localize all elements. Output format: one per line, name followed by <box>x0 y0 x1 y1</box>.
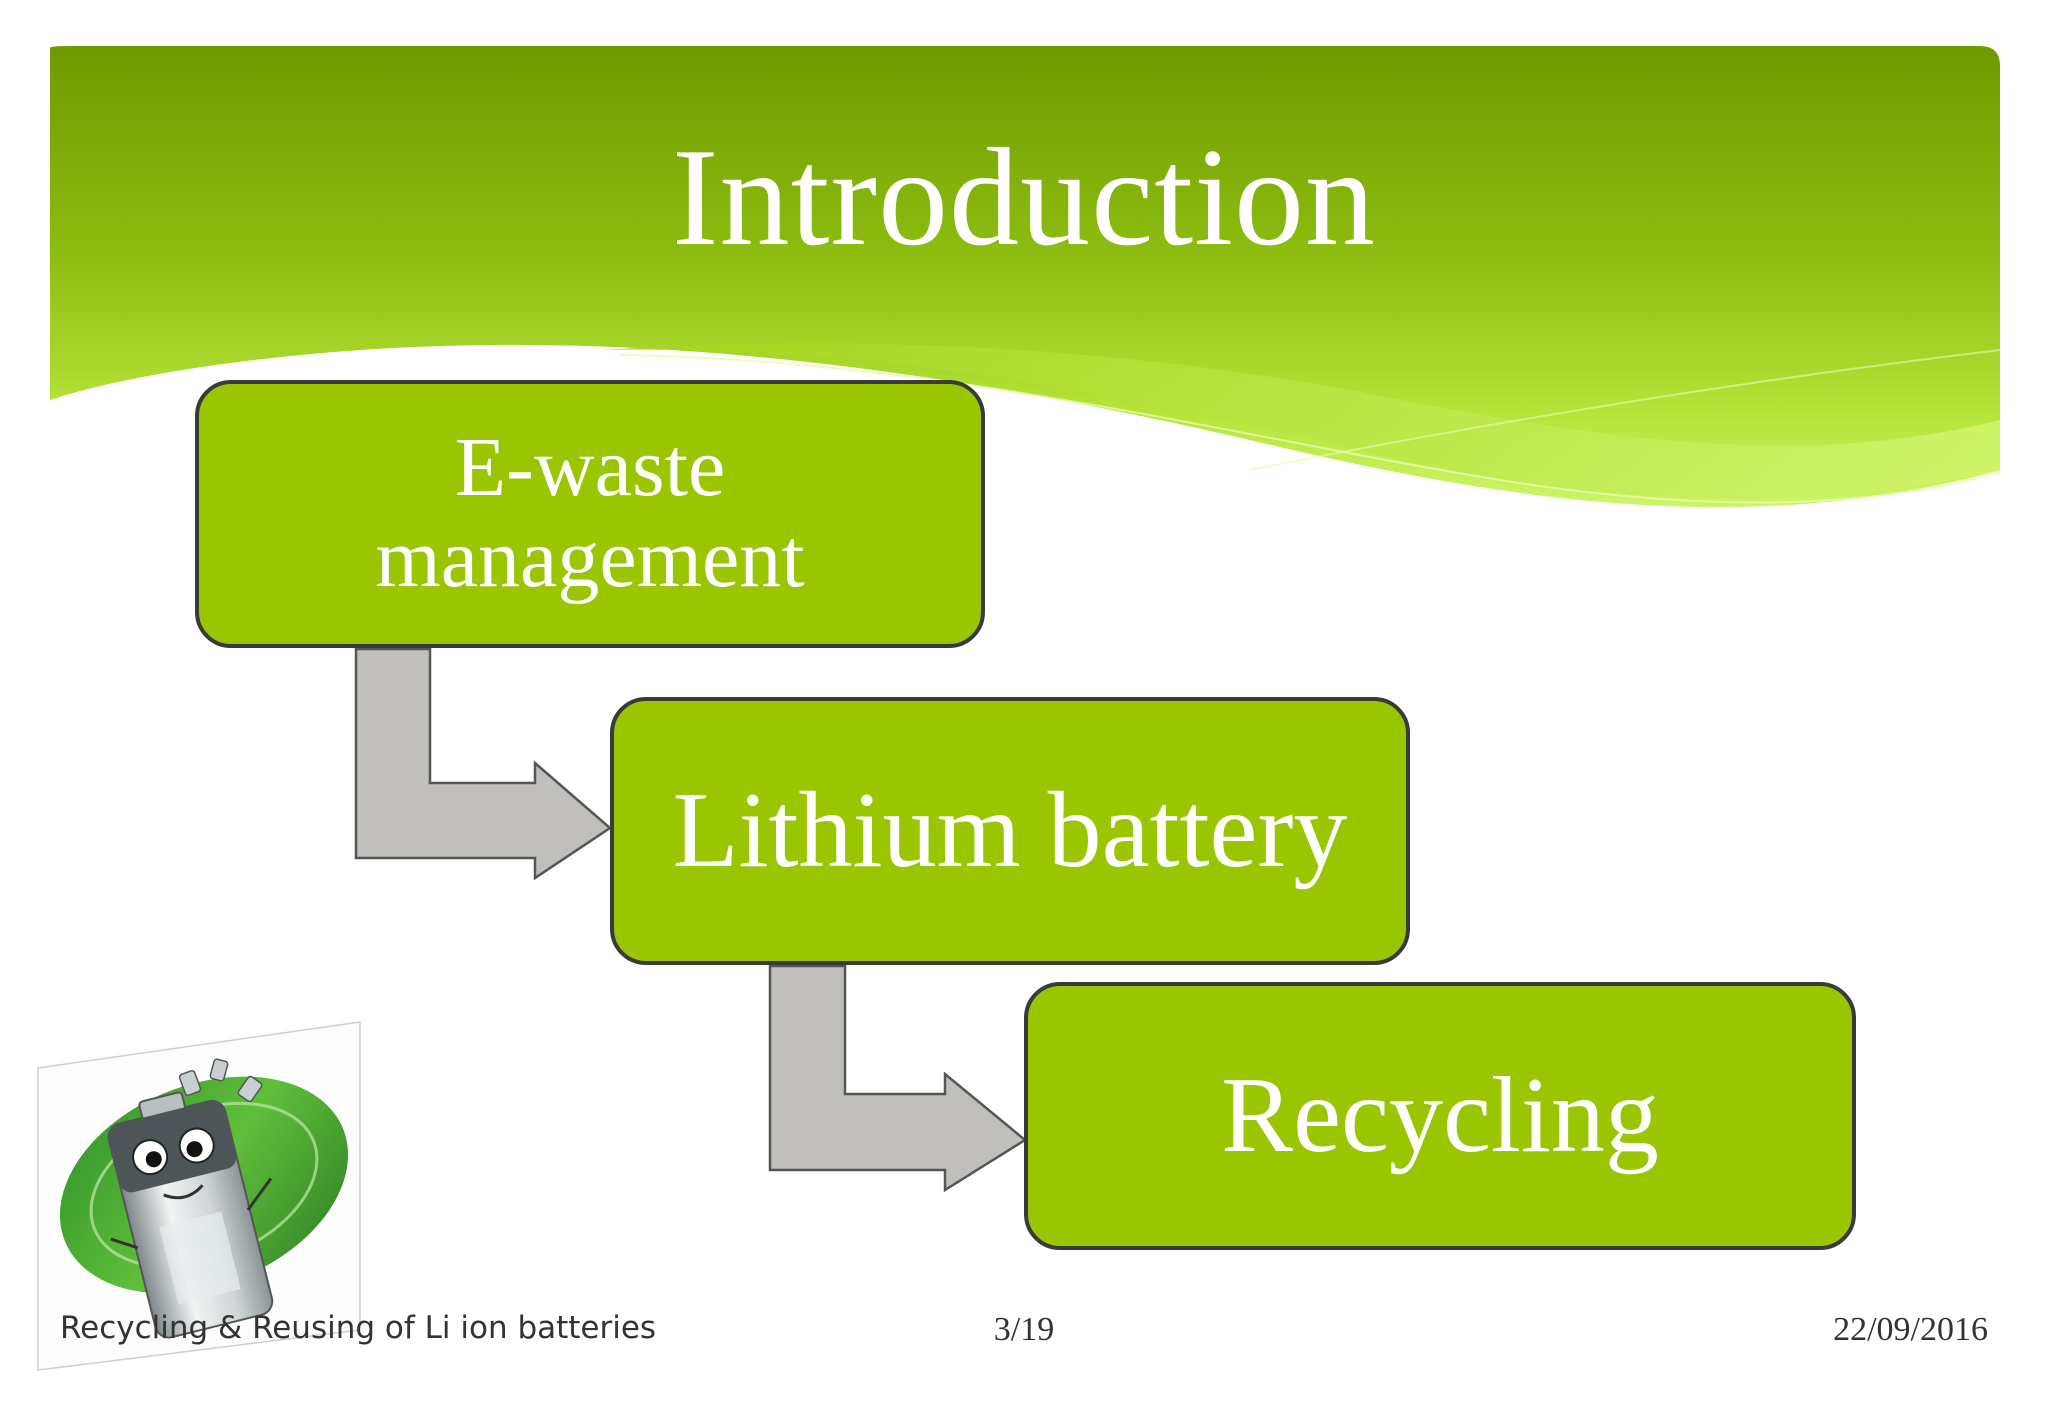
flow-step-label-line: management <box>375 512 805 605</box>
battery-mascot-recycle-icon <box>37 1021 361 1371</box>
slide-title: Introduction <box>671 120 1377 275</box>
flow-arrow-2 <box>768 964 1028 1193</box>
flow-step-label: Recycling <box>1221 1055 1659 1175</box>
flow-arrow-1 <box>354 647 613 881</box>
footer-date: 22/09/2016 <box>1833 1311 1988 1348</box>
flow-step-recycling: Recycling <box>1024 982 1856 1250</box>
header-banner <box>50 46 2001 508</box>
flow-step-label: Lithium battery <box>672 770 1348 890</box>
footer-page-number: 3/19 <box>993 1311 1055 1348</box>
flow-step-lithium-battery: Lithium battery <box>610 697 1410 965</box>
flow-step-ewaste-management: E-waste management <box>195 380 985 648</box>
flow-step-label-line: E-waste <box>454 421 726 515</box>
footer-presentation-title: Recycling & Reusing of Li ion batteries <box>60 1310 657 1346</box>
